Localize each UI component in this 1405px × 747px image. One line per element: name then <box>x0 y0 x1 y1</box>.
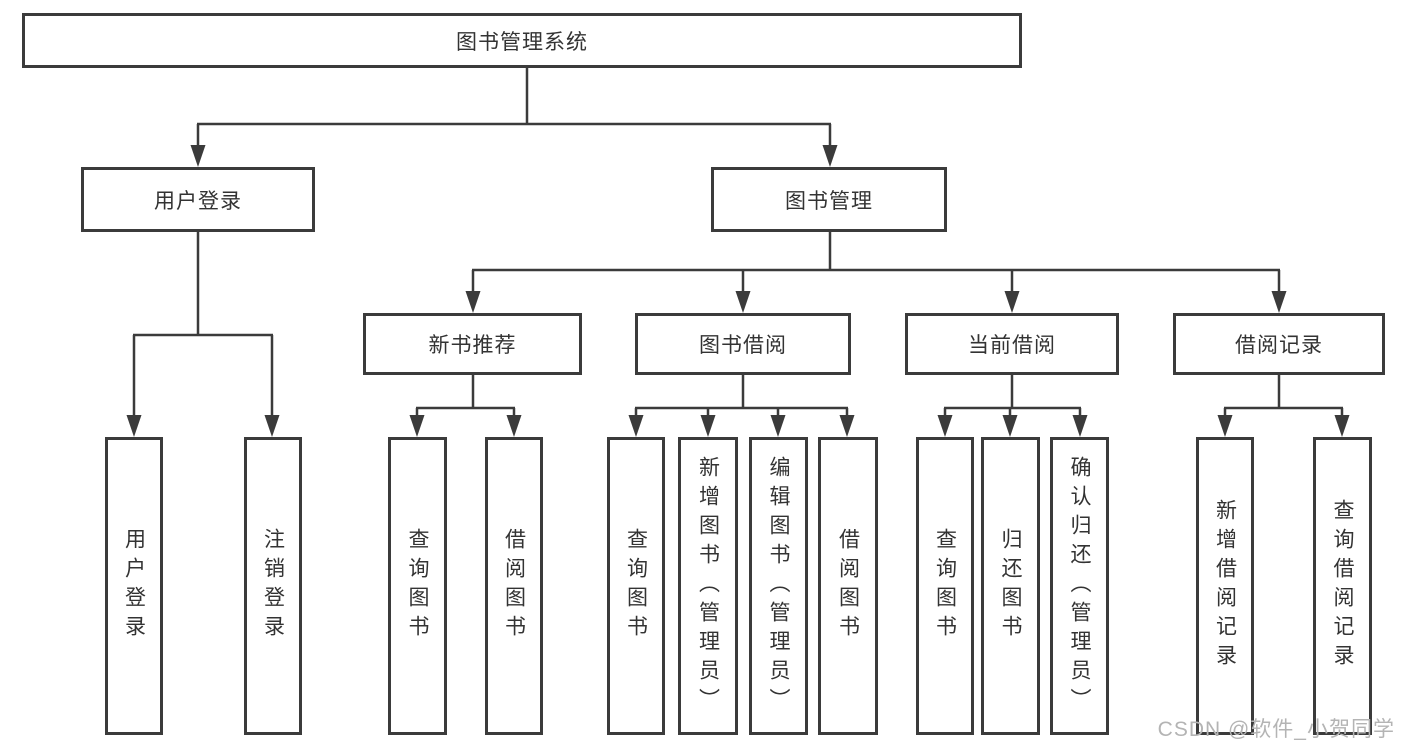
leaf-confirm-return-admin: 确认归还（管理员） <box>1050 437 1109 735</box>
leaf-borrow-books-recommend: 借阅图书 <box>485 437 543 735</box>
arrowhead-icons <box>126 145 1350 437</box>
leaf-query-borrow-record: 查询借阅记录 <box>1313 437 1372 735</box>
node-borrowing-records-label: 借阅记录 <box>1235 334 1323 357</box>
node-new-book-recommend: 新书推荐 <box>363 313 582 375</box>
leaf-add-books-admin-label: 新增图书（管理员） <box>696 455 720 717</box>
leaf-query-books-recommend: 查询图书 <box>388 437 447 735</box>
leaf-add-borrow-record: 新增借阅记录 <box>1196 437 1254 735</box>
leaf-return-books: 归还图书 <box>981 437 1040 735</box>
leaf-confirm-return-admin-label: 确认归还（管理员） <box>1068 455 1091 717</box>
leaf-borrow-books-recommend-label: 借阅图书 <box>502 528 526 644</box>
node-new-book-recommend-label: 新书推荐 <box>428 334 517 357</box>
node-book-management: 图书管理 <box>711 167 947 232</box>
leaf-edit-books-admin: 编辑图书（管理员） <box>749 437 808 735</box>
leaf-query-books-recommend-label: 查询图书 <box>406 528 429 644</box>
leaf-query-books-borrow-label: 查询图书 <box>624 528 648 644</box>
node-user-login: 用户登录 <box>81 167 315 232</box>
node-book-borrowing: 图书借阅 <box>635 313 851 375</box>
node-book-borrowing-label: 图书借阅 <box>699 334 787 357</box>
leaf-user-login-label: 用户登录 <box>122 528 146 644</box>
node-root: 图书管理系统 <box>22 13 1022 68</box>
leaf-add-books-admin: 新增图书（管理员） <box>678 437 738 735</box>
node-book-management-label: 图书管理 <box>785 189 873 213</box>
leaf-add-borrow-record-label: 新增借阅记录 <box>1213 499 1237 673</box>
leaf-query-borrow-record-label: 查询借阅记录 <box>1331 499 1354 673</box>
node-borrowing-records: 借阅记录 <box>1173 313 1385 375</box>
leaf-query-books-current-label: 查询图书 <box>933 528 957 644</box>
node-current-borrowing-label: 当前借阅 <box>968 334 1056 357</box>
leaf-logout-label: 注销登录 <box>261 528 285 644</box>
leaf-query-books-borrow: 查询图书 <box>607 437 665 735</box>
leaf-borrow-books-borrow: 借阅图书 <box>818 437 878 735</box>
node-current-borrowing: 当前借阅 <box>905 313 1119 375</box>
csdn-watermark: CSDN @软件_小贺同学 <box>1157 718 1395 741</box>
node-user-login-label: 用户登录 <box>154 189 242 213</box>
leaf-borrow-books-borrow-label: 借阅图书 <box>836 528 860 644</box>
leaf-edit-books-admin-label: 编辑图书（管理员） <box>767 455 790 717</box>
leaf-user-login: 用户登录 <box>105 437 163 735</box>
leaf-logout: 注销登录 <box>244 437 302 735</box>
leaf-query-books-current: 查询图书 <box>916 437 974 735</box>
node-root-label: 图书管理系统 <box>456 30 588 54</box>
leaf-return-books-label: 归还图书 <box>999 528 1022 644</box>
